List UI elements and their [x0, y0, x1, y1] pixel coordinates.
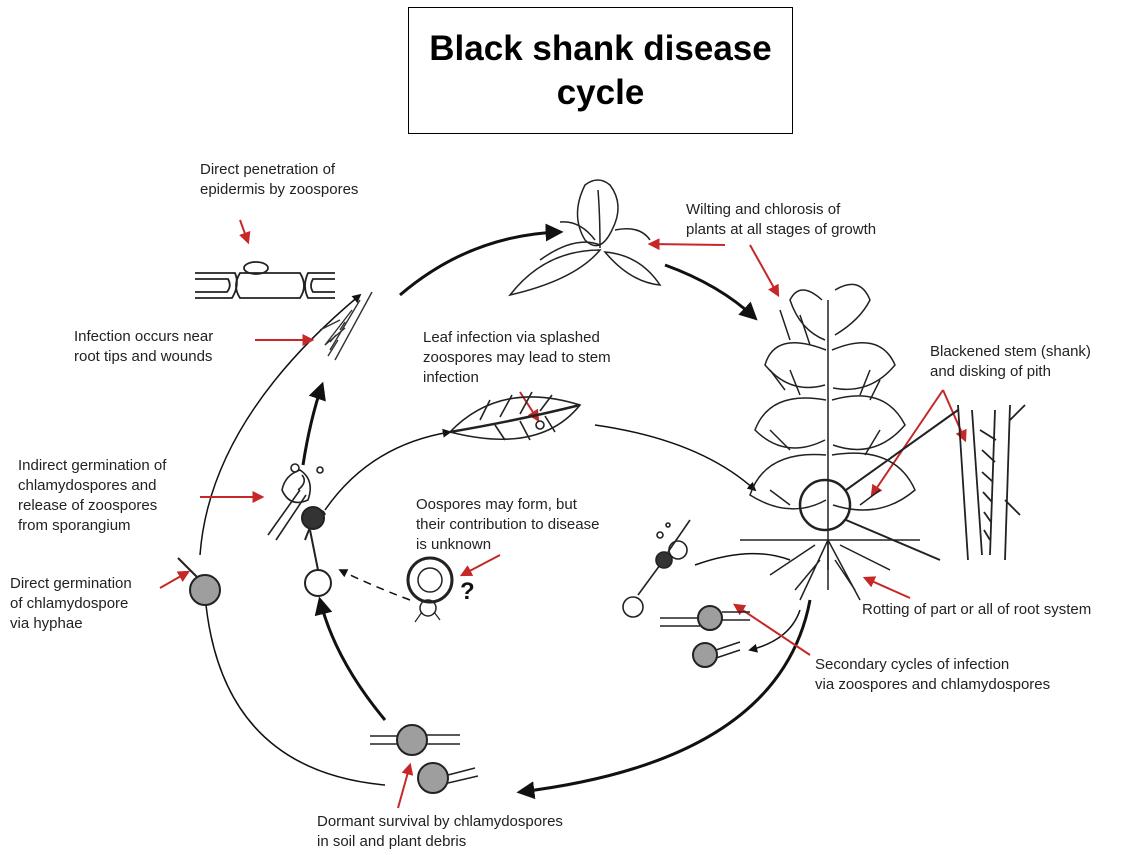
question-mark: ? — [460, 578, 475, 606]
annotation-arrow-direct-germ — [160, 572, 188, 588]
cycle-arrow-oospore-dashed — [340, 570, 410, 600]
label-dormant-survival: Dormant survival by chlamydospores in so… — [317, 812, 563, 852]
label-indirect-germination: Indirect germination of chlamydospores a… — [18, 456, 166, 536]
blackened-stem-illustration — [958, 405, 1025, 560]
dormant-chlamydospores-illustration — [370, 725, 478, 793]
mature-plant-illustration — [740, 284, 958, 600]
cycle-arrow-dormant-to-sporangium — [320, 600, 385, 720]
leaf-illustration — [450, 392, 580, 440]
cycle-arrow-leaf-to-plant — [595, 425, 755, 490]
epidermis-cells-illustration — [195, 262, 335, 298]
root-tips-illustration — [320, 292, 372, 360]
label-rotting: Rotting of part or all of root system — [862, 600, 1091, 620]
oospore-illustration — [408, 558, 452, 622]
secondary-sporangia-illustration — [623, 520, 690, 617]
annotation-arrow-rotting — [865, 578, 910, 598]
annotation-arrow-wilting-down — [750, 245, 778, 295]
cycle-arrow-left-to-top — [200, 295, 360, 555]
annotation-arrow-dormant — [398, 765, 410, 808]
cycle-arrow-dormant-to-left — [205, 595, 385, 785]
annotation-arrow-wilting-left — [650, 244, 725, 245]
label-secondary-cycles: Secondary cycles of infection via zoospo… — [815, 655, 1050, 695]
germinating-sporangium-illustration — [302, 507, 331, 596]
label-leaf-infection: Leaf infection via splashed zoospores ma… — [423, 328, 611, 388]
chlamydospore-left-illustration — [178, 558, 220, 605]
label-infection-root-tips: Infection occurs near root tips and woun… — [74, 327, 213, 367]
cycle-arrow-top-right — [665, 265, 755, 318]
cycle-arrow-germination-to-roots — [303, 385, 322, 465]
label-direct-germination: Direct germination of chlamydospore via … — [10, 574, 132, 634]
annotation-arrow-penetration — [240, 220, 248, 242]
label-oospores: Oospores may form, but their contributio… — [416, 495, 599, 555]
cycle-arrow-top-left — [400, 232, 560, 295]
annotation-arrow-oospores — [462, 555, 500, 575]
young-plant-illustration — [510, 180, 660, 295]
label-wilting: Wilting and chlorosis of plants at all s… — [686, 200, 876, 240]
annotation-arrow-blackened-right — [943, 390, 965, 440]
secondary-chlamydospores-illustration — [660, 606, 750, 667]
label-direct-penetration: Direct penetration of epidermis by zoosp… — [200, 160, 358, 200]
label-blackened-stem: Blackened stem (shank) and disking of pi… — [930, 342, 1091, 382]
cycle-arrow-bottom-right — [520, 600, 810, 792]
cycle-arrow-secondary — [695, 554, 790, 565]
